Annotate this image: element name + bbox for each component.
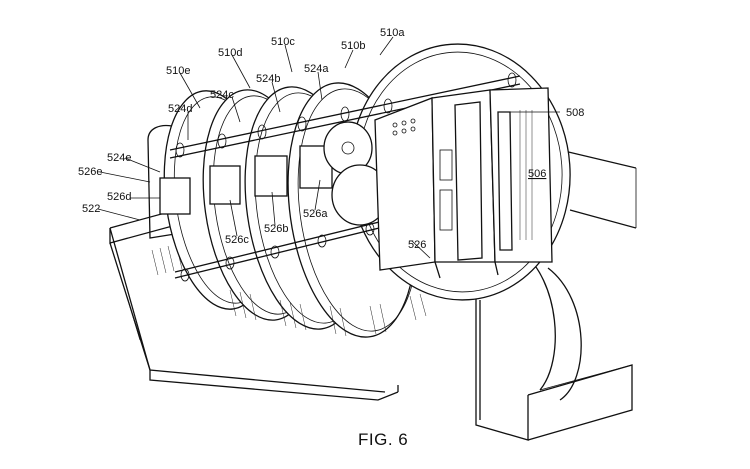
reference-labels: 510a 510b 510c 510d 510e 524a 524b 524c … <box>78 27 584 251</box>
label-510e: 510e <box>166 65 190 77</box>
leader-lines <box>97 36 560 259</box>
label-526c: 526c <box>225 234 249 246</box>
label-526a: 526a <box>303 208 328 220</box>
label-510b: 510b <box>341 40 365 52</box>
label-526d: 526d <box>107 191 131 203</box>
support-tube <box>559 149 637 229</box>
left-stand <box>109 159 399 401</box>
label-524d: 524d <box>168 103 192 115</box>
label-526b: 526b <box>264 223 288 235</box>
figure-caption: FIG. 6 <box>358 430 408 449</box>
label-510c: 510c <box>271 36 295 48</box>
label-508: 508 <box>566 107 584 119</box>
drum-shading <box>229 289 427 337</box>
front-enclosure <box>374 87 553 279</box>
label-506: 506 <box>528 168 546 180</box>
label-510d: 510d <box>218 47 242 59</box>
label-510a: 510a <box>380 27 405 39</box>
label-524a: 524a <box>304 63 329 75</box>
label-522: 522 <box>82 203 100 215</box>
label-526: 526 <box>408 239 426 251</box>
label-524b: 524b <box>256 73 280 85</box>
label-524c: 524c <box>210 89 234 101</box>
label-526e: 526e <box>78 166 102 178</box>
label-524e: 524e <box>107 152 131 164</box>
inner-modules <box>159 121 389 226</box>
